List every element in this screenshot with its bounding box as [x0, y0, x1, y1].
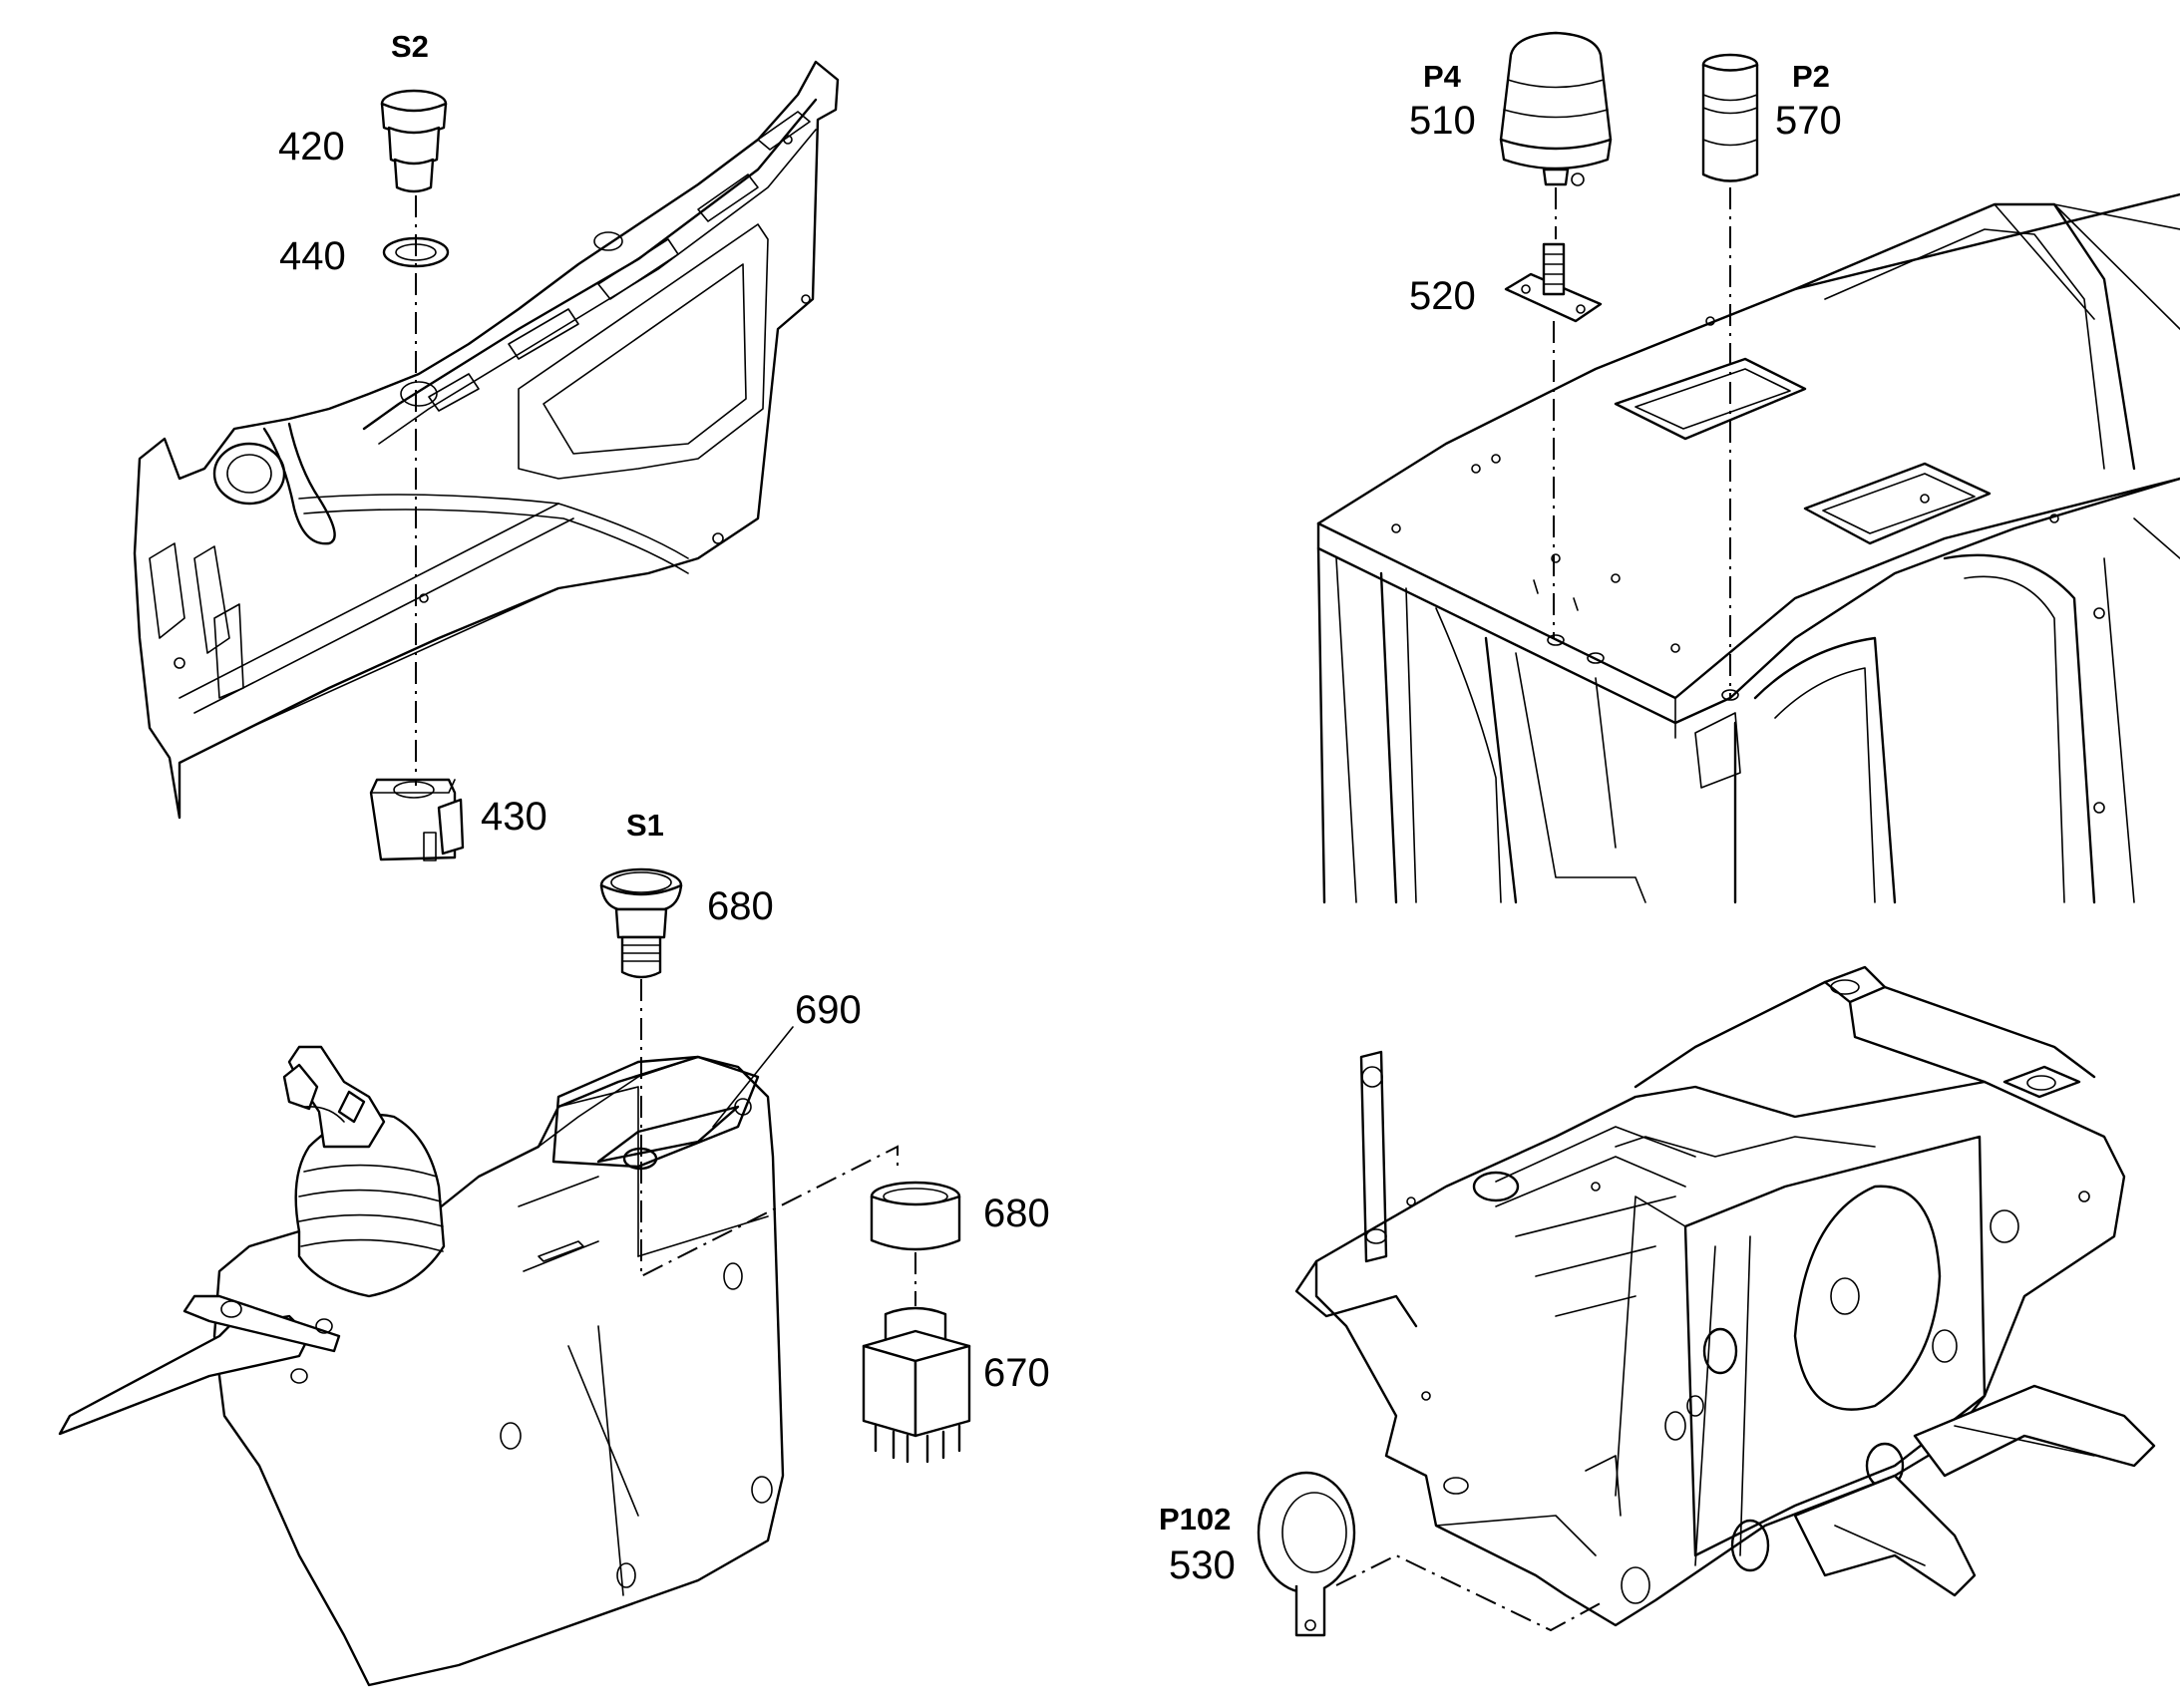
label-690: 690 — [795, 988, 862, 1032]
emergency-stop-button-s1 — [599, 867, 683, 979]
side-console-panel — [133, 60, 840, 820]
leader-530-chassis — [1335, 1553, 1607, 1632]
beacon-lamp-p4 — [1499, 31, 1613, 186]
label-520: 520 — [1409, 274, 1476, 318]
beacon-bracket-520 — [1504, 242, 1603, 323]
label-p2: P2 — [1792, 59, 1830, 94]
contact-block-670 — [862, 1306, 971, 1464]
cab-roof — [1316, 192, 2180, 904]
label-570: 570 — [1775, 99, 1842, 143]
label-680-ring: 680 — [983, 1192, 1050, 1235]
leader-690 — [712, 1026, 794, 1128]
label-p102: P102 — [1159, 1502, 1231, 1537]
label-530: 530 — [1169, 1543, 1236, 1587]
horn-p102 — [1257, 1471, 1356, 1637]
label-p4: P4 — [1423, 59, 1462, 94]
label-s2: S2 — [391, 29, 429, 64]
label-440: 440 — [279, 234, 346, 278]
label-420: 420 — [278, 125, 345, 169]
lamp-p2 — [1701, 53, 1759, 182]
label-510: 510 — [1409, 99, 1476, 143]
joystick-console — [58, 1045, 785, 1687]
label-430: 430 — [481, 795, 547, 839]
leader-680-ring — [640, 1145, 899, 1278]
label-s1: S1 — [626, 808, 664, 843]
emergency-stop-button-s2 — [380, 89, 448, 193]
switch-block-430 — [369, 778, 465, 861]
chassis-frame — [1294, 965, 2156, 1627]
label-680-button: 680 — [707, 884, 774, 928]
mounting-ring-680 — [870, 1181, 961, 1251]
label-670: 670 — [983, 1351, 1050, 1395]
